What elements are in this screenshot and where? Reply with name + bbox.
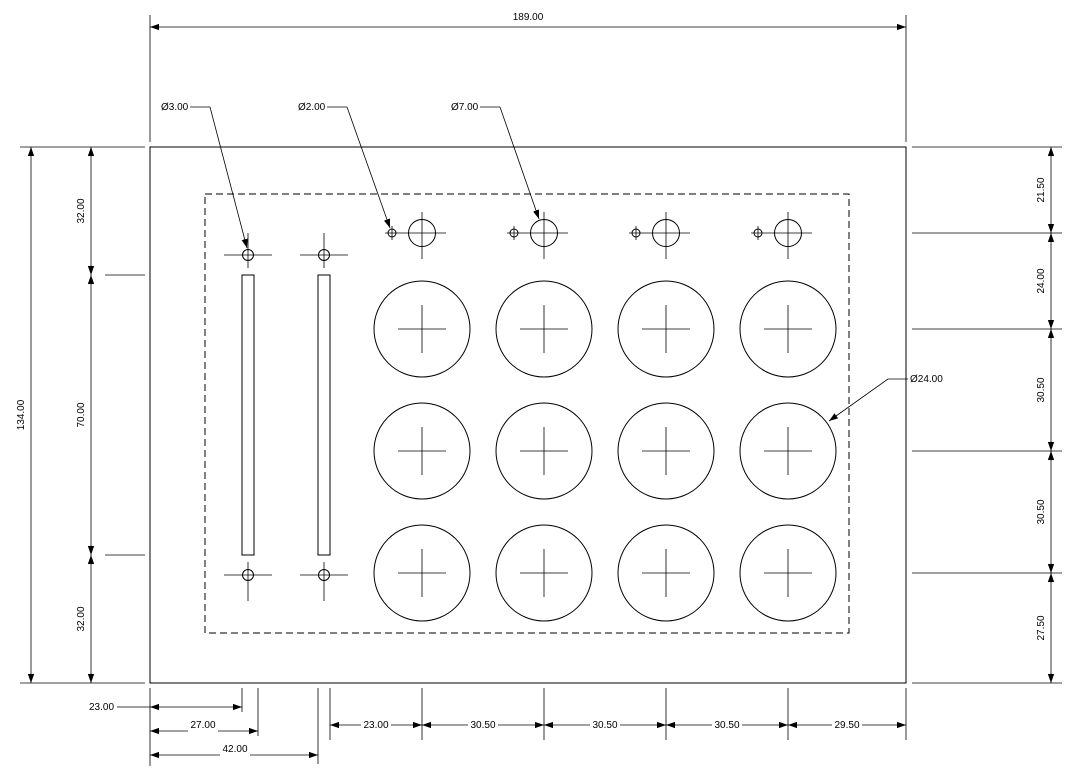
dim-text: 42.00 [222,744,247,755]
dimension-overall-height: 134.00 [16,146,145,684]
dim-text: 29.50 [834,720,859,731]
row-1 [373,280,837,378]
dimension-left-chain: 32.00 70.00 32.00 [76,147,145,683]
callout-text: Ø7.00 [451,102,479,113]
hole-d24 [617,524,715,622]
callout-d24: Ø24.00 [828,374,943,422]
dim-text: 30.50 [1036,377,1047,402]
hole-d24 [617,402,715,500]
dim-text: 189.00 [513,12,544,23]
plate-outline [149,146,907,684]
hole-d24 [739,280,837,378]
dim-text: 30.50 [592,720,617,731]
hole-d24 [495,402,593,500]
callout-d2: Ø2.00 [298,102,391,229]
dim-text: 23.00 [363,720,388,731]
dim-text: 30.50 [714,720,739,731]
dim-text: 27.50 [1036,615,1047,640]
dimension-overall-width: 189.00 [149,12,907,142]
row-3 [373,524,837,622]
slots [241,274,331,556]
hole-d24 [739,402,837,500]
dim-text: 30.50 [1036,499,1047,524]
dim-text: 32.00 [76,606,87,631]
dim-text: 32.00 [76,198,87,223]
callout-text: Ø2.00 [298,102,326,113]
hole-d24 [373,402,471,500]
dim-text: 27.00 [190,720,215,731]
callout-d7: Ø7.00 [451,102,540,220]
dim-text: 23.00 [89,702,114,713]
row-2 [373,402,837,500]
hole-d24 [373,524,471,622]
slot-left [241,274,255,556]
callout-d3: Ø3.00 [161,102,248,249]
dim-text: 70.00 [76,402,87,427]
dim-text: 24.00 [1036,268,1047,293]
hole-d24 [617,280,715,378]
hole-d24 [495,280,593,378]
hole-d24 [495,524,593,622]
callout-text: Ø3.00 [161,102,189,113]
dimension-bottom-chain: 23.00 30.50 30.50 30.50 29.50 [329,688,907,740]
hole-d24 [739,524,837,622]
dim-text: 21.50 [1036,177,1047,202]
top-hole-pairs [385,212,812,259]
large-hole-grid [373,280,837,622]
dim-text: 134.00 [16,399,27,430]
hole-d24 [373,280,471,378]
dimension-right-chain: 21.50 24.00 30.50 30.50 27.50 [912,146,1062,684]
inner-boundary [204,193,850,634]
small-holes-d3 [224,233,348,601]
slot-right [317,274,331,556]
dimension-bottom-left: 23.00 27.00 42.00 [89,688,319,766]
dim-text: 30.50 [470,720,495,731]
callout-text: Ø24.00 [910,374,943,385]
